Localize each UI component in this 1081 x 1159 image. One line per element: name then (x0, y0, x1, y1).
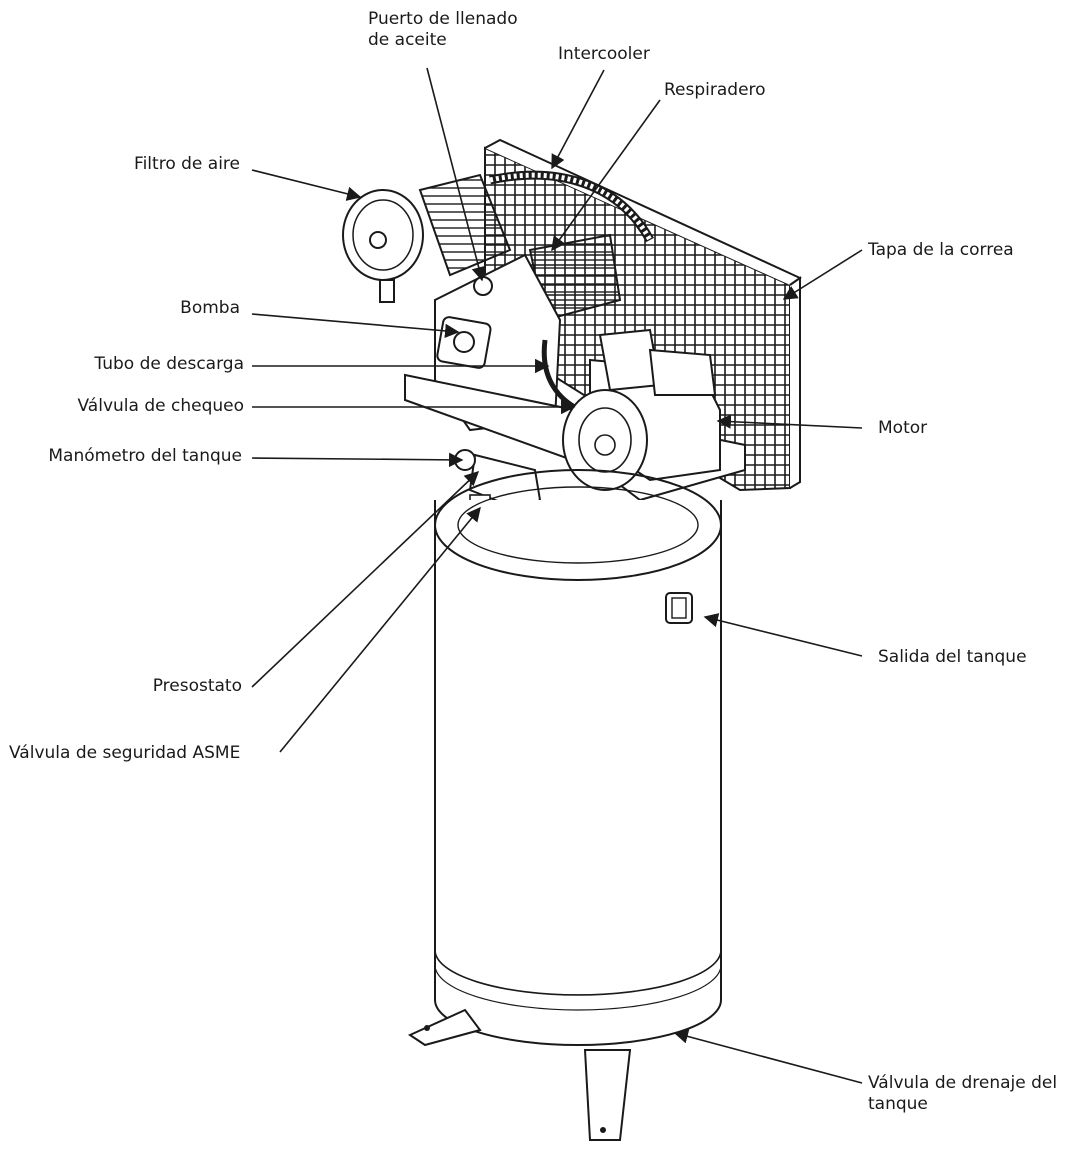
label-air-filter: Filtro de aire (134, 154, 240, 174)
air-filter (342, 189, 424, 303)
label-oil-fill-port: Puerto de llenado de aceite (368, 9, 518, 51)
tank-feet (407, 1008, 632, 1141)
motor-body (562, 328, 721, 491)
label-tank-gauge: Manómetro del tanque (48, 446, 242, 466)
label-drain-valve: Válvula de drenaje del tanque (868, 1073, 1078, 1115)
label-oil-fill-port-line1: Puerto de llenado (368, 9, 518, 29)
label-pressure-switch: Presostato (152, 676, 242, 696)
label-intercooler: Intercooler (558, 44, 650, 64)
pump-body (434, 253, 562, 432)
label-breather: Respiradero (664, 80, 766, 100)
label-drain-valve-line2: tanque (868, 1094, 928, 1114)
label-pump: Bomba (180, 298, 240, 318)
label-motor: Motor (878, 418, 928, 438)
label-belt-guard: Tapa de la correa (868, 240, 1014, 260)
label-tank-outlet: Salida del tanque (878, 647, 1027, 667)
label-check-valve: Válvula de chequeo (77, 396, 245, 416)
label-safety-valve: Válvula de seguridad ASME (9, 743, 241, 763)
tank (434, 469, 722, 1046)
label-drain-valve-line1: Válvula de drenaje del (868, 1073, 1058, 1093)
label-oil-fill-port-line2: de aceite (368, 30, 447, 50)
label-discharge-tube: Tubo de descarga (94, 354, 244, 374)
leader-lines (251, 67, 863, 1084)
